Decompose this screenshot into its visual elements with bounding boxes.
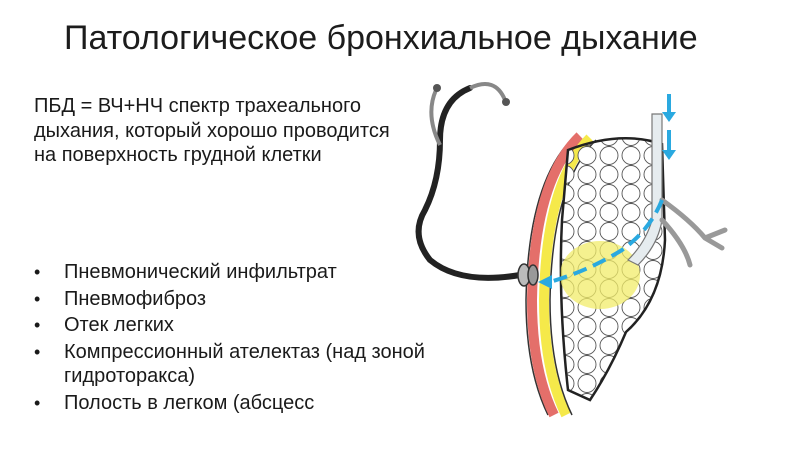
chest-wall-red-layer	[526, 132, 584, 418]
bullet-item: Пневмофиброз	[34, 287, 434, 312]
bullet-item: Компрессионный ателектаз (над зоной гидр…	[34, 340, 434, 389]
consolidation-zone	[560, 241, 640, 309]
bronchus-branch	[659, 197, 728, 268]
stethoscope-icon	[415, 82, 539, 287]
bullet-item: Отек легких	[34, 313, 434, 338]
airflow-arrow-icon	[538, 94, 676, 289]
slide-title: Патологическое бронхиальное дыхание	[64, 19, 698, 57]
bronchus	[626, 113, 663, 266]
bullet-item: Пневмонический инфильтрат	[34, 260, 434, 285]
bullet-item: Полость в легком (абсцесс	[34, 391, 434, 416]
bullet-list: Пневмонический инфильтрат Пневмофиброз О…	[34, 260, 434, 417]
lung-diagram	[415, 82, 728, 418]
intro-text: ПБД = ВЧ+НЧ спектр трахеального дыхания,…	[34, 95, 390, 166]
